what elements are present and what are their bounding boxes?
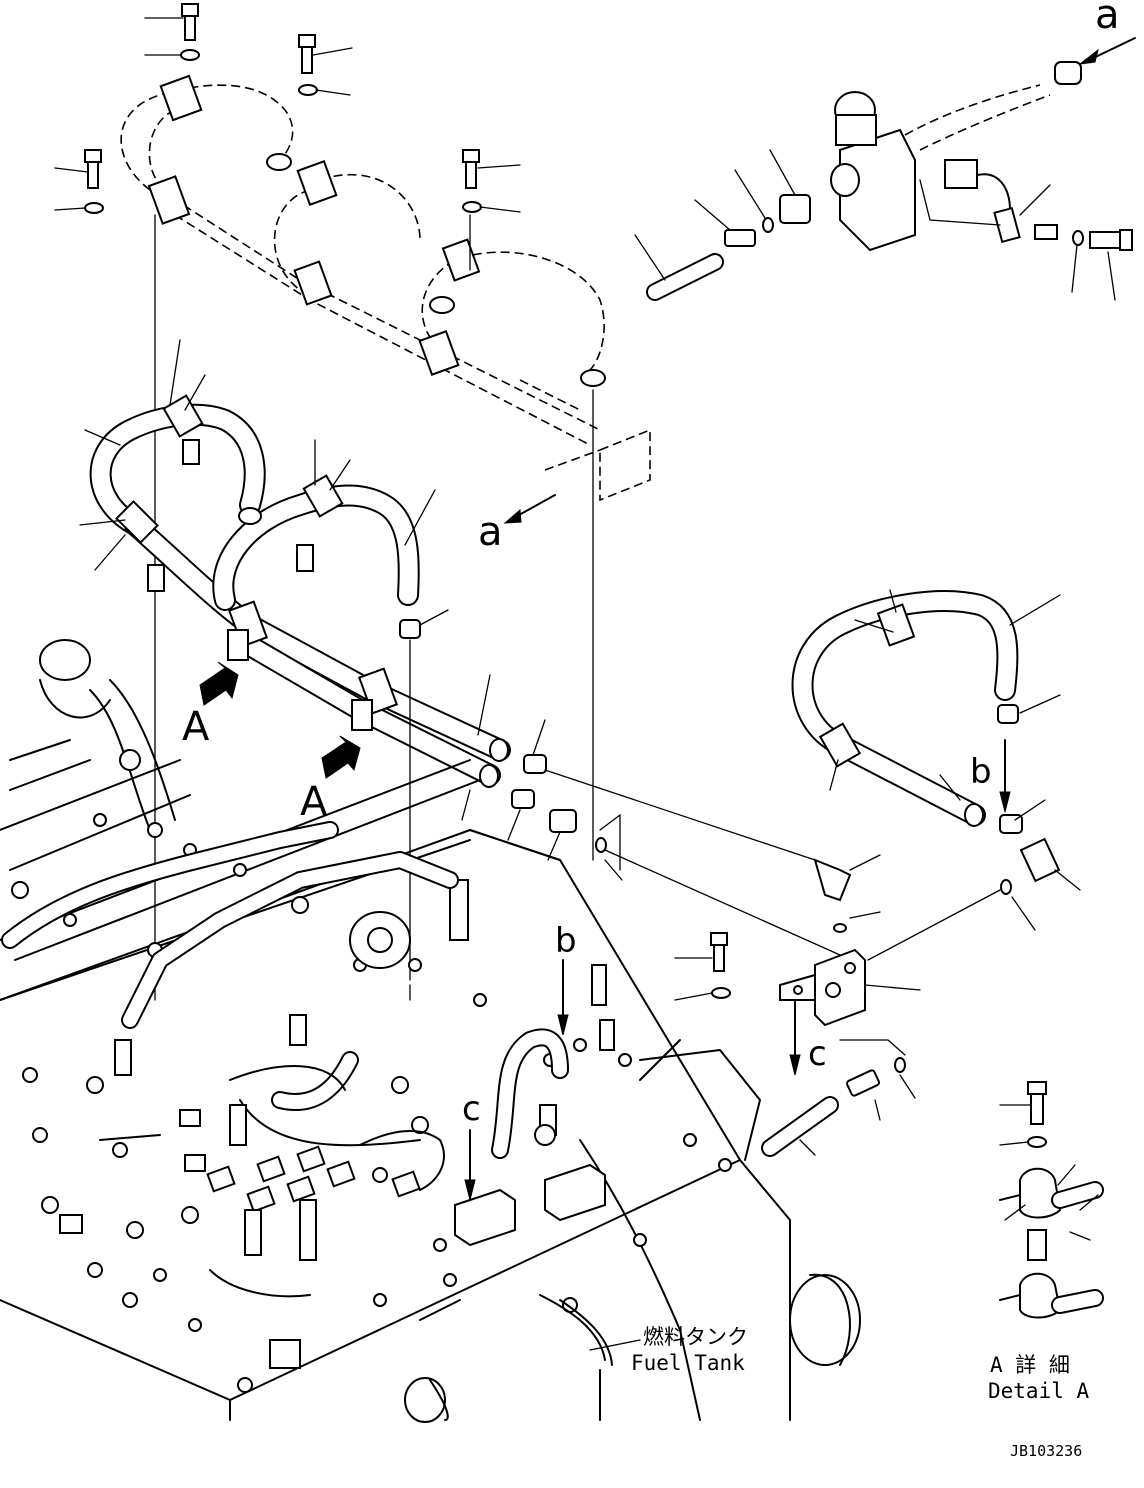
- arrow-A-2: [321, 735, 361, 779]
- solenoid-valve-assembly: [634, 61, 1133, 301]
- main-hose-assembly: [79, 339, 511, 981]
- detail-a-label-jp: A 詳 細: [990, 1353, 1070, 1377]
- fittings-middle: [507, 719, 816, 881]
- detail-a-view: [999, 1081, 1104, 1319]
- upper-hose-assembly: [120, 74, 651, 502]
- right-hose-assembly: [604, 589, 1081, 1157]
- detail-a-label-en: Detail A: [988, 1379, 1090, 1403]
- callout-a-mid: a: [478, 509, 503, 555]
- callout-b-right: b: [970, 752, 992, 792]
- callout-b-mid: b: [555, 921, 577, 961]
- bolt-washer-group-top: [54, 3, 594, 1001]
- callout-c-right: c: [808, 1034, 827, 1074]
- arrow-A-1: [199, 661, 239, 706]
- fuel-tank-label-jp: 燃料タンク: [643, 1325, 748, 1349]
- callout-A-1: A: [182, 704, 210, 750]
- fuel-tank-label-en: Fuel Tank: [631, 1351, 745, 1375]
- callout-a-top: a: [1095, 0, 1120, 38]
- callout-A-2: A: [300, 779, 328, 825]
- callout-c-mid: c: [462, 1089, 481, 1129]
- drawing-number: JB103236: [1010, 1442, 1082, 1460]
- base-machine-frame: [0, 639, 861, 1423]
